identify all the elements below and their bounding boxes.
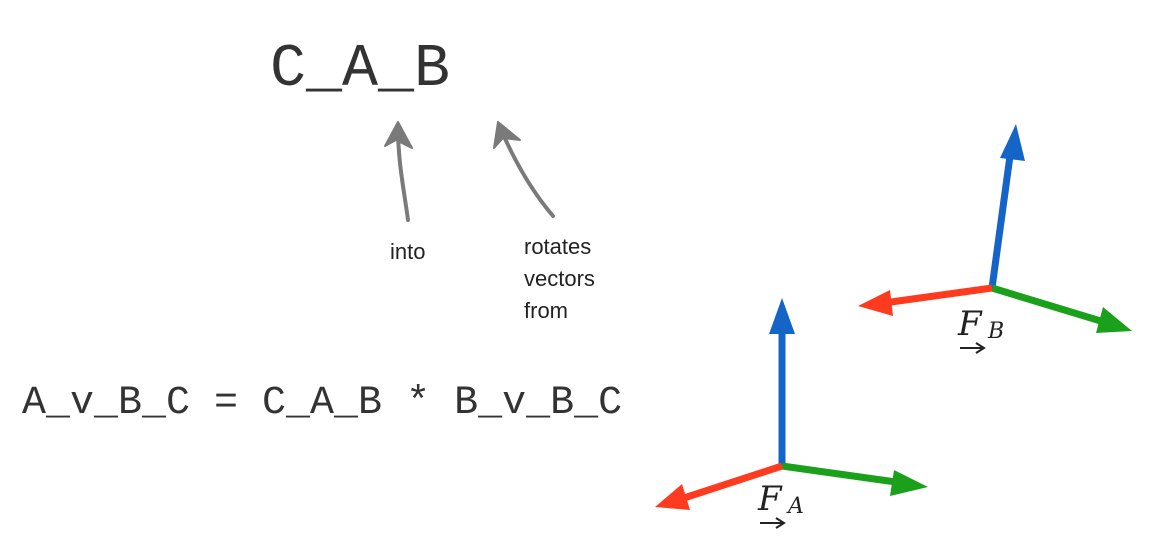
frame-b-z-axis	[988, 155, 1014, 289]
frame-b-z-arrowhead	[1000, 124, 1025, 161]
frame-b-symbol: F	[958, 304, 982, 344]
into-arrow-icon	[384, 121, 413, 222]
frame-b-axes-icon	[858, 124, 1132, 333]
frame-a-axes-icon	[655, 298, 928, 510]
rotates-label-line-2: vectors	[524, 266, 595, 291]
vector-arrow-icon	[960, 342, 986, 354]
rotation-matrix-notation: C_A_B	[270, 36, 451, 104]
frame-b-x-axis	[890, 284, 993, 306]
frame-a-subscript: A	[788, 494, 804, 519]
frame-a-y-axis	[781, 462, 897, 486]
frame-a-x-arrowhead	[655, 484, 690, 510]
frame-b-y-arrowhead	[1096, 307, 1132, 333]
rotates-label-line-1: rotates	[524, 234, 592, 259]
rotates-label-line-3: from	[524, 298, 568, 323]
frame-a-y-arrowhead	[890, 470, 928, 496]
frame-a-z-arrowhead	[769, 298, 795, 334]
vector-arrow-icon	[760, 517, 786, 529]
frame-b-x-arrowhead	[858, 290, 893, 316]
frame-b-subscript: B	[988, 319, 1005, 344]
frame-a-symbol: F	[758, 479, 782, 519]
frame-b-y-axis	[990, 284, 1106, 326]
rotation-equation: A_v_B_C = C_A_B * B_v_B_C	[22, 381, 623, 426]
rotates-from-arrow-icon	[493, 121, 555, 218]
into-label: into	[390, 239, 426, 264]
frame-a-x-axis	[682, 462, 784, 502]
